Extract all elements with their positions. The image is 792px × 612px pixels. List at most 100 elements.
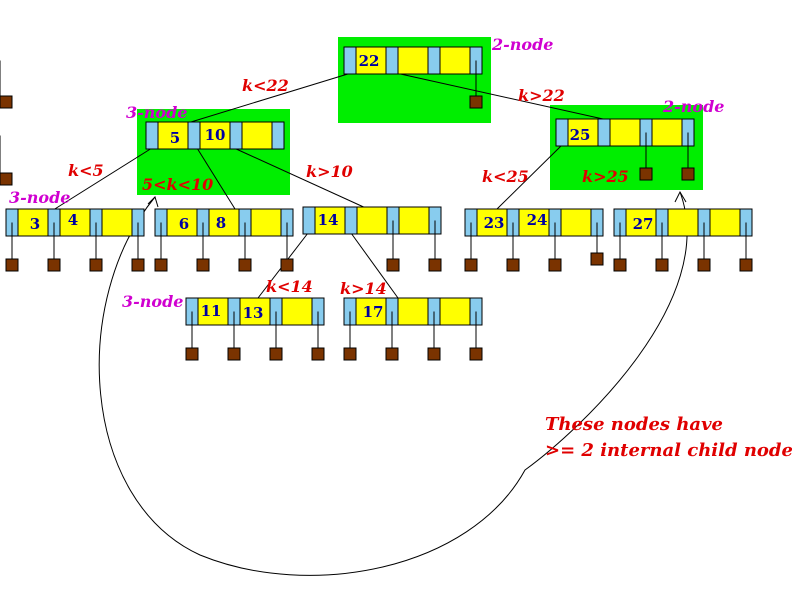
leaf-e-leaf-square xyxy=(613,258,627,272)
leaf-f-key-cell xyxy=(281,297,313,326)
left-internal-pointer-cell xyxy=(271,121,285,150)
nodes-layer xyxy=(0,46,753,361)
label-k-lt-25: k<25 xyxy=(482,167,529,186)
right-internal-leaf-square xyxy=(639,167,653,181)
leaf-b-key-cell xyxy=(250,208,282,237)
label-k-gt-14: k>14 xyxy=(340,279,387,298)
leaf-g-key-cell xyxy=(397,297,429,326)
left-internal-pointer-cell xyxy=(145,121,159,150)
leaf-g-leaf-square xyxy=(385,347,399,361)
leaf-a-key-cell xyxy=(17,208,49,237)
label-right-2node: 2-node xyxy=(662,97,724,116)
leaf-e-key-cell xyxy=(667,208,699,237)
left-internal-key-cell xyxy=(241,121,273,150)
tree-edges xyxy=(49,72,688,576)
note-line-2: >= 2 internal child nodes xyxy=(545,440,792,461)
root-pointer-cell xyxy=(385,46,399,75)
leaf-e-leaf-square xyxy=(739,258,753,272)
leaf-a-leaf-square xyxy=(131,258,145,272)
leaf-d-key-cell xyxy=(560,208,592,237)
leaf-f-leaf-square xyxy=(269,347,283,361)
arrowhead-left xyxy=(147,196,159,208)
leaf-c-key-cell xyxy=(356,206,388,235)
key-b-0: 6 xyxy=(179,215,189,233)
key-g-0: 17 xyxy=(363,303,384,321)
root-key-cell xyxy=(355,46,387,75)
root-leaf-square xyxy=(0,95,13,109)
leaf-e-leaf-square xyxy=(655,258,669,272)
label-k-lt-5: k<5 xyxy=(68,161,104,180)
key-a-0: 3 xyxy=(30,215,40,233)
leaf-g-leaf-square xyxy=(427,347,441,361)
leaf-f-leaf-square xyxy=(227,347,241,361)
label-k-lt-22: k<22 xyxy=(242,76,289,95)
key-e-0: 27 xyxy=(633,215,654,233)
root-pointer-cell xyxy=(427,46,441,75)
leaf-c-pointer-cell xyxy=(302,206,316,235)
leaf-a-leaf-square xyxy=(47,258,61,272)
leaf-f-leaf-square xyxy=(185,347,199,361)
right-internal-key-cell xyxy=(651,118,683,147)
leaf-b-key-cell xyxy=(208,208,240,237)
left-internal-pointer-cell xyxy=(229,121,243,150)
edge-root-left xyxy=(190,72,352,123)
leaf-f-key-cell xyxy=(239,297,271,326)
leaf-d-leaf-square xyxy=(506,258,520,272)
key-a-1: 4 xyxy=(68,211,78,229)
right-internal-key-cell xyxy=(609,118,641,147)
leaf-b-leaf-square xyxy=(196,258,210,272)
key-right-0: 25 xyxy=(570,126,591,144)
edge-left-c xyxy=(233,147,369,210)
leaf-b-leaf-square xyxy=(280,258,294,272)
leaf-d-leaf-square xyxy=(464,258,478,272)
leaf-a-leaf-square xyxy=(89,258,103,272)
leaf-g-leaf-square xyxy=(469,347,483,361)
leaf-d-leaf-square xyxy=(548,258,562,272)
leaf-e-key-cell xyxy=(625,208,657,237)
leaf-e-leaf-square xyxy=(697,258,711,272)
leaf-b-leaf-square xyxy=(238,258,252,272)
label-k-gt-10: k>10 xyxy=(306,162,353,181)
label-k-gt-25: k>25 xyxy=(582,167,629,186)
leaf-c-key-cell xyxy=(314,206,346,235)
note-line-1: These nodes have xyxy=(545,414,723,435)
key-root-0: 22 xyxy=(359,52,380,70)
label-root-2node: 2-node xyxy=(491,35,553,54)
right-internal-leaf-square xyxy=(681,167,695,181)
key-c-0: 14 xyxy=(318,211,339,229)
key-d-0: 23 xyxy=(484,214,505,232)
leaf-f-leaf-square xyxy=(311,347,325,361)
big-arc-arrow xyxy=(98,191,688,576)
root-leaf-square xyxy=(469,95,483,109)
label-leaff-3node: 3-node xyxy=(122,292,183,311)
key-f-0: 11 xyxy=(201,302,222,320)
key-d-1: 24 xyxy=(527,211,548,229)
leaf-g-leaf-square xyxy=(343,347,357,361)
leaf-g-key-cell xyxy=(355,297,387,326)
leaf-c-pointer-cell xyxy=(344,206,358,235)
root-key-cell xyxy=(397,46,429,75)
key-f-1: 13 xyxy=(243,304,264,322)
label-left-3node: 3-node xyxy=(126,103,187,122)
edge-c-g xyxy=(350,232,399,299)
label-leafa-3node: 3-node xyxy=(9,188,70,207)
edge-left-a xyxy=(49,147,153,213)
label-k-gt-22: k>22 xyxy=(518,86,565,105)
leaf-c-key-cell xyxy=(398,206,430,235)
leaf-a-leaf-square xyxy=(5,258,19,272)
left-internal-pointer-cell xyxy=(187,121,201,150)
leaf-b-leaf-square xyxy=(154,258,168,272)
key-left-1: 10 xyxy=(205,126,226,144)
root-pointer-cell xyxy=(343,46,357,75)
right-internal-pointer-cell xyxy=(597,118,611,147)
leaf-c-leaf-square xyxy=(428,258,442,272)
leaf-a-key-cell xyxy=(101,208,133,237)
key-left-0: 5 xyxy=(170,129,180,147)
leaf-c-leaf-square xyxy=(386,258,400,272)
edge-left-b xyxy=(196,147,236,210)
leaf-d-leaf-square xyxy=(590,252,604,266)
right-internal-key-cell xyxy=(567,118,599,147)
key-b-1: 8 xyxy=(216,214,226,232)
